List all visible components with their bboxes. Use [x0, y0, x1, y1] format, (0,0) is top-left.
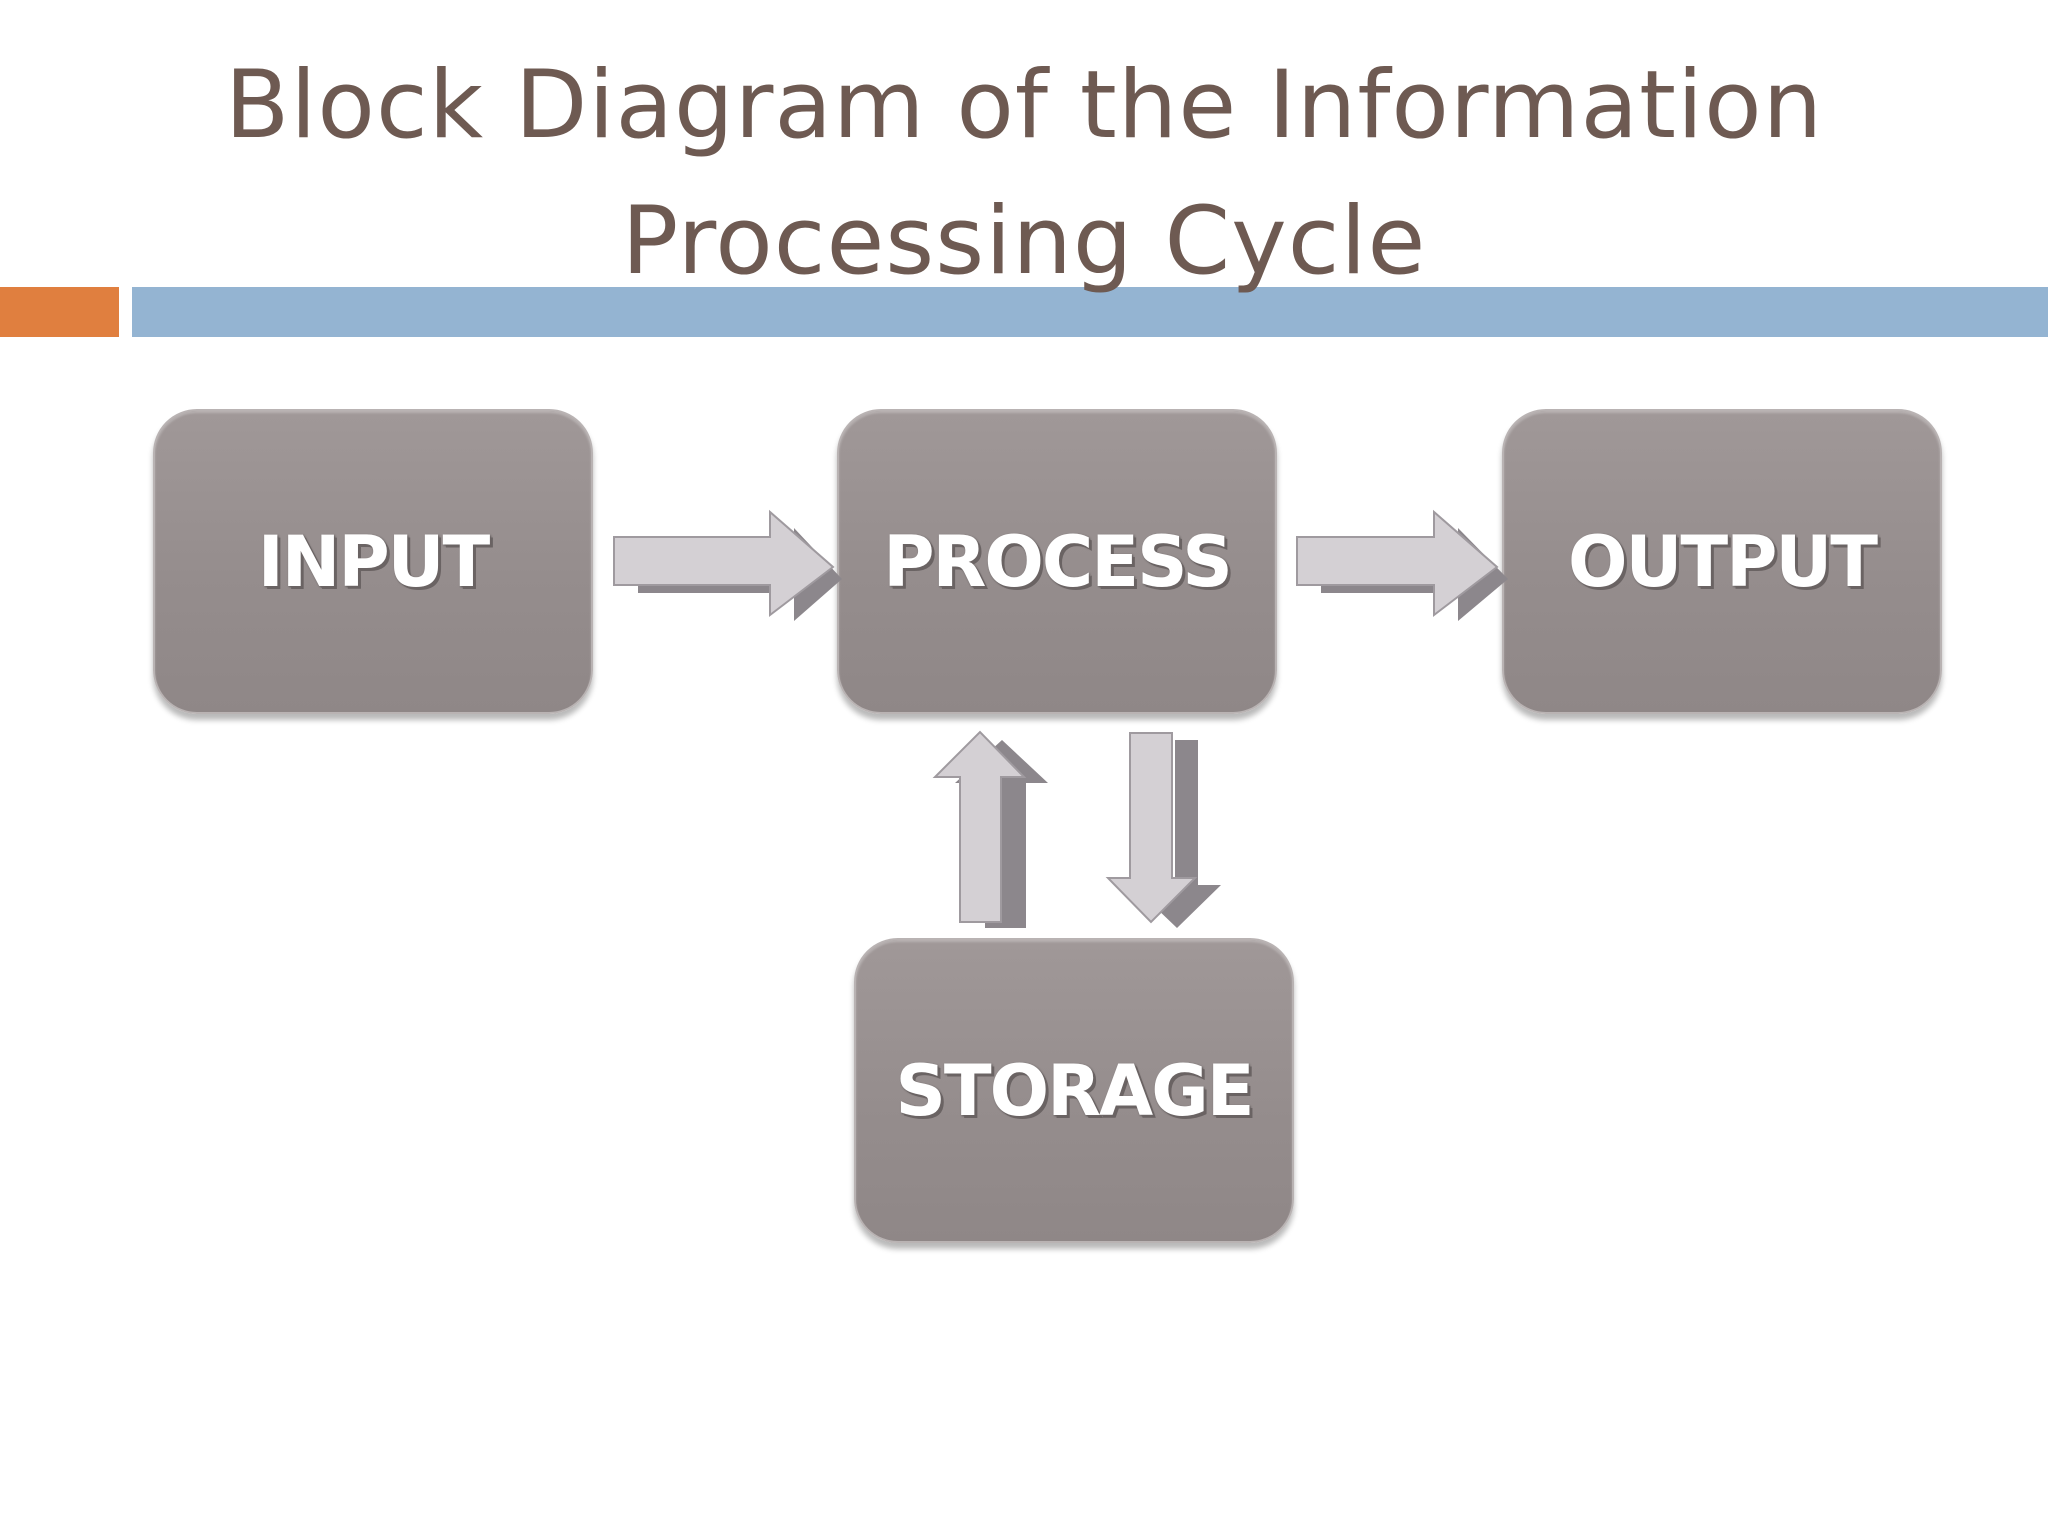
- input-block: INPUT: [153, 409, 593, 714]
- arrow-process-to-output: [1296, 509, 1508, 621]
- slide-title-line-2: Processing Cycle: [621, 187, 1427, 296]
- arrow-process-to-output-body: [1296, 509, 1499, 618]
- input-block-label: INPUT: [257, 520, 491, 603]
- output-block-label: OUTPUT: [1568, 520, 1878, 603]
- arrow-storage-to-process-body: [932, 730, 1027, 923]
- title-accent-bar-blue: [132, 287, 2048, 337]
- arrow-process-to-storage-body: [1105, 732, 1198, 924]
- arrow-input-to-process: [613, 509, 842, 621]
- arrow-process-to-output-shadow: [1321, 528, 1508, 621]
- slide-title-line-1: Block Diagram of the Information: [224, 51, 1824, 160]
- process-block: PROCESS: [837, 409, 1277, 714]
- arrow-input-to-process-shadow: [638, 528, 842, 621]
- storage-block: STORAGE: [854, 938, 1294, 1243]
- arrow-storage-to-process: [932, 730, 1048, 928]
- arrow-storage-to-process-shadow: [955, 740, 1048, 928]
- arrow-input-to-process-body: [613, 509, 835, 618]
- output-block: OUTPUT: [1502, 409, 1942, 714]
- arrow-process-to-storage-shadow: [1132, 740, 1221, 928]
- process-block-label: PROCESS: [883, 520, 1233, 603]
- storage-block-label: STORAGE: [895, 1049, 1254, 1132]
- title-accent-bar-orange: [0, 287, 119, 337]
- arrow-process-to-storage: [1105, 732, 1221, 928]
- slide-title: Block Diagram of the Information Process…: [0, 38, 2048, 310]
